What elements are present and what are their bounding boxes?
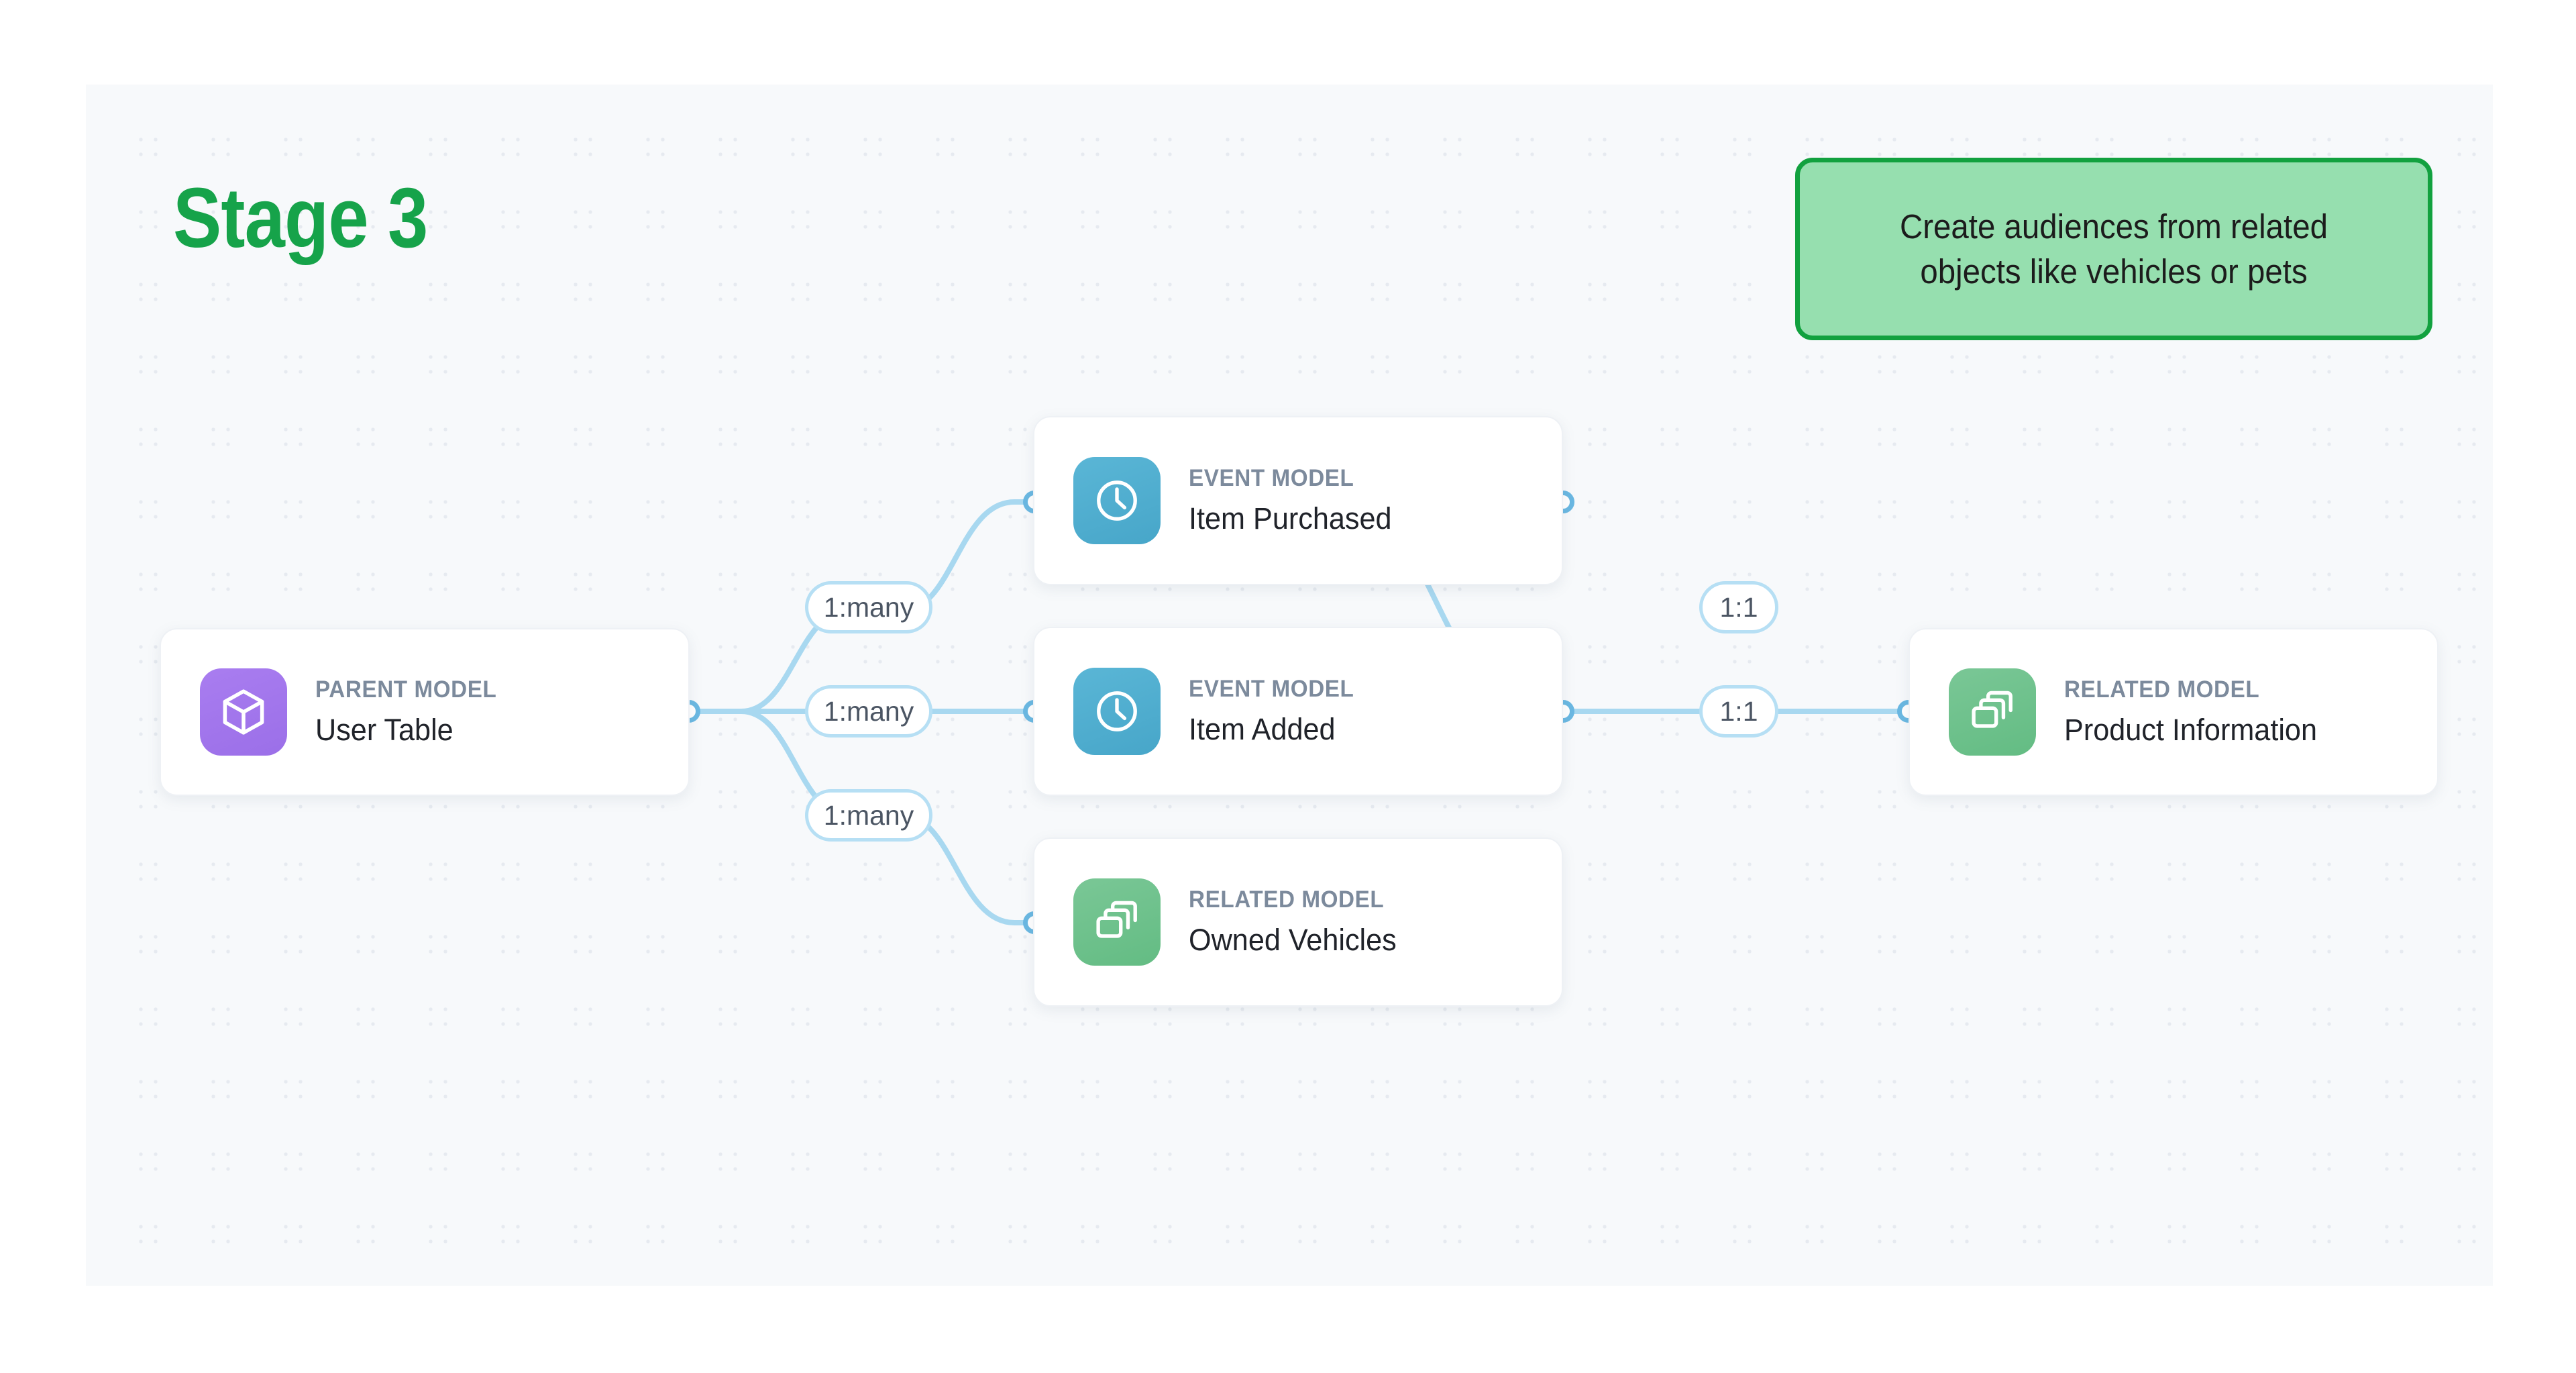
node-name-label: User Table [315,713,453,747]
relation-pill-item-purchased-product[interactable]: 1:1 [1699,581,1778,633]
node-text-block: RELATED MODEL Product Information [2064,676,2328,748]
node-name-label: Owned Vehicles [1189,923,1397,957]
page-title: Stage 3 [173,170,428,265]
relation-pill-parent-item-added[interactable]: 1:many [805,685,932,738]
node-kind-label: RELATED MODEL [2064,676,2260,703]
relation-pill-parent-owned-vehicles[interactable]: 1:many [805,789,932,842]
relation-label: 1:1 [1719,695,1758,727]
relation-pill-item-added-product[interactable]: 1:1 [1699,685,1778,738]
node-text-block: EVENT MODEL Item Added [1189,676,1362,747]
layers-icon [1949,668,2036,756]
node-name-label: Product Information [2064,713,2317,747]
node-text-block: RELATED MODEL Owned Vehicles [1189,886,1405,958]
relation-label: 1:many [823,695,914,727]
node-name-label: Item Added [1189,712,1336,746]
node-card-item-purchased[interactable]: EVENT MODEL Item Purchased [1033,416,1563,585]
relation-pill-parent-item-purchased[interactable]: 1:many [805,581,932,633]
node-text-block: PARENT MODEL User Table [315,676,506,748]
node-card-item-added[interactable]: EVENT MODEL Item Added [1033,627,1563,796]
node-kind-label: EVENT MODEL [1189,465,1354,491]
node-kind-label: PARENT MODEL [315,676,497,703]
callout-text: Create audiences from related objects li… [1899,207,2328,291]
relation-label: 1:many [823,591,914,623]
relation-label: 1:many [823,799,914,831]
callout-box: Create audiences from related objects li… [1795,158,2432,340]
node-text-block: EVENT MODEL Item Purchased [1189,465,1400,536]
node-card-owned-vehicles[interactable]: RELATED MODEL Owned Vehicles [1033,837,1563,1007]
node-card-parent-model[interactable]: PARENT MODEL User Table [160,628,690,796]
clock-icon [1073,668,1161,755]
relation-label: 1:1 [1719,591,1758,623]
node-kind-label: RELATED MODEL [1189,886,1385,913]
node-name-label: Item Purchased [1189,501,1392,536]
clock-icon [1073,457,1161,544]
node-kind-label: EVENT MODEL [1189,676,1354,702]
node-card-product-information[interactable]: RELATED MODEL Product Information [1909,628,2438,796]
layers-icon [1073,878,1161,966]
cube-icon [200,668,287,756]
